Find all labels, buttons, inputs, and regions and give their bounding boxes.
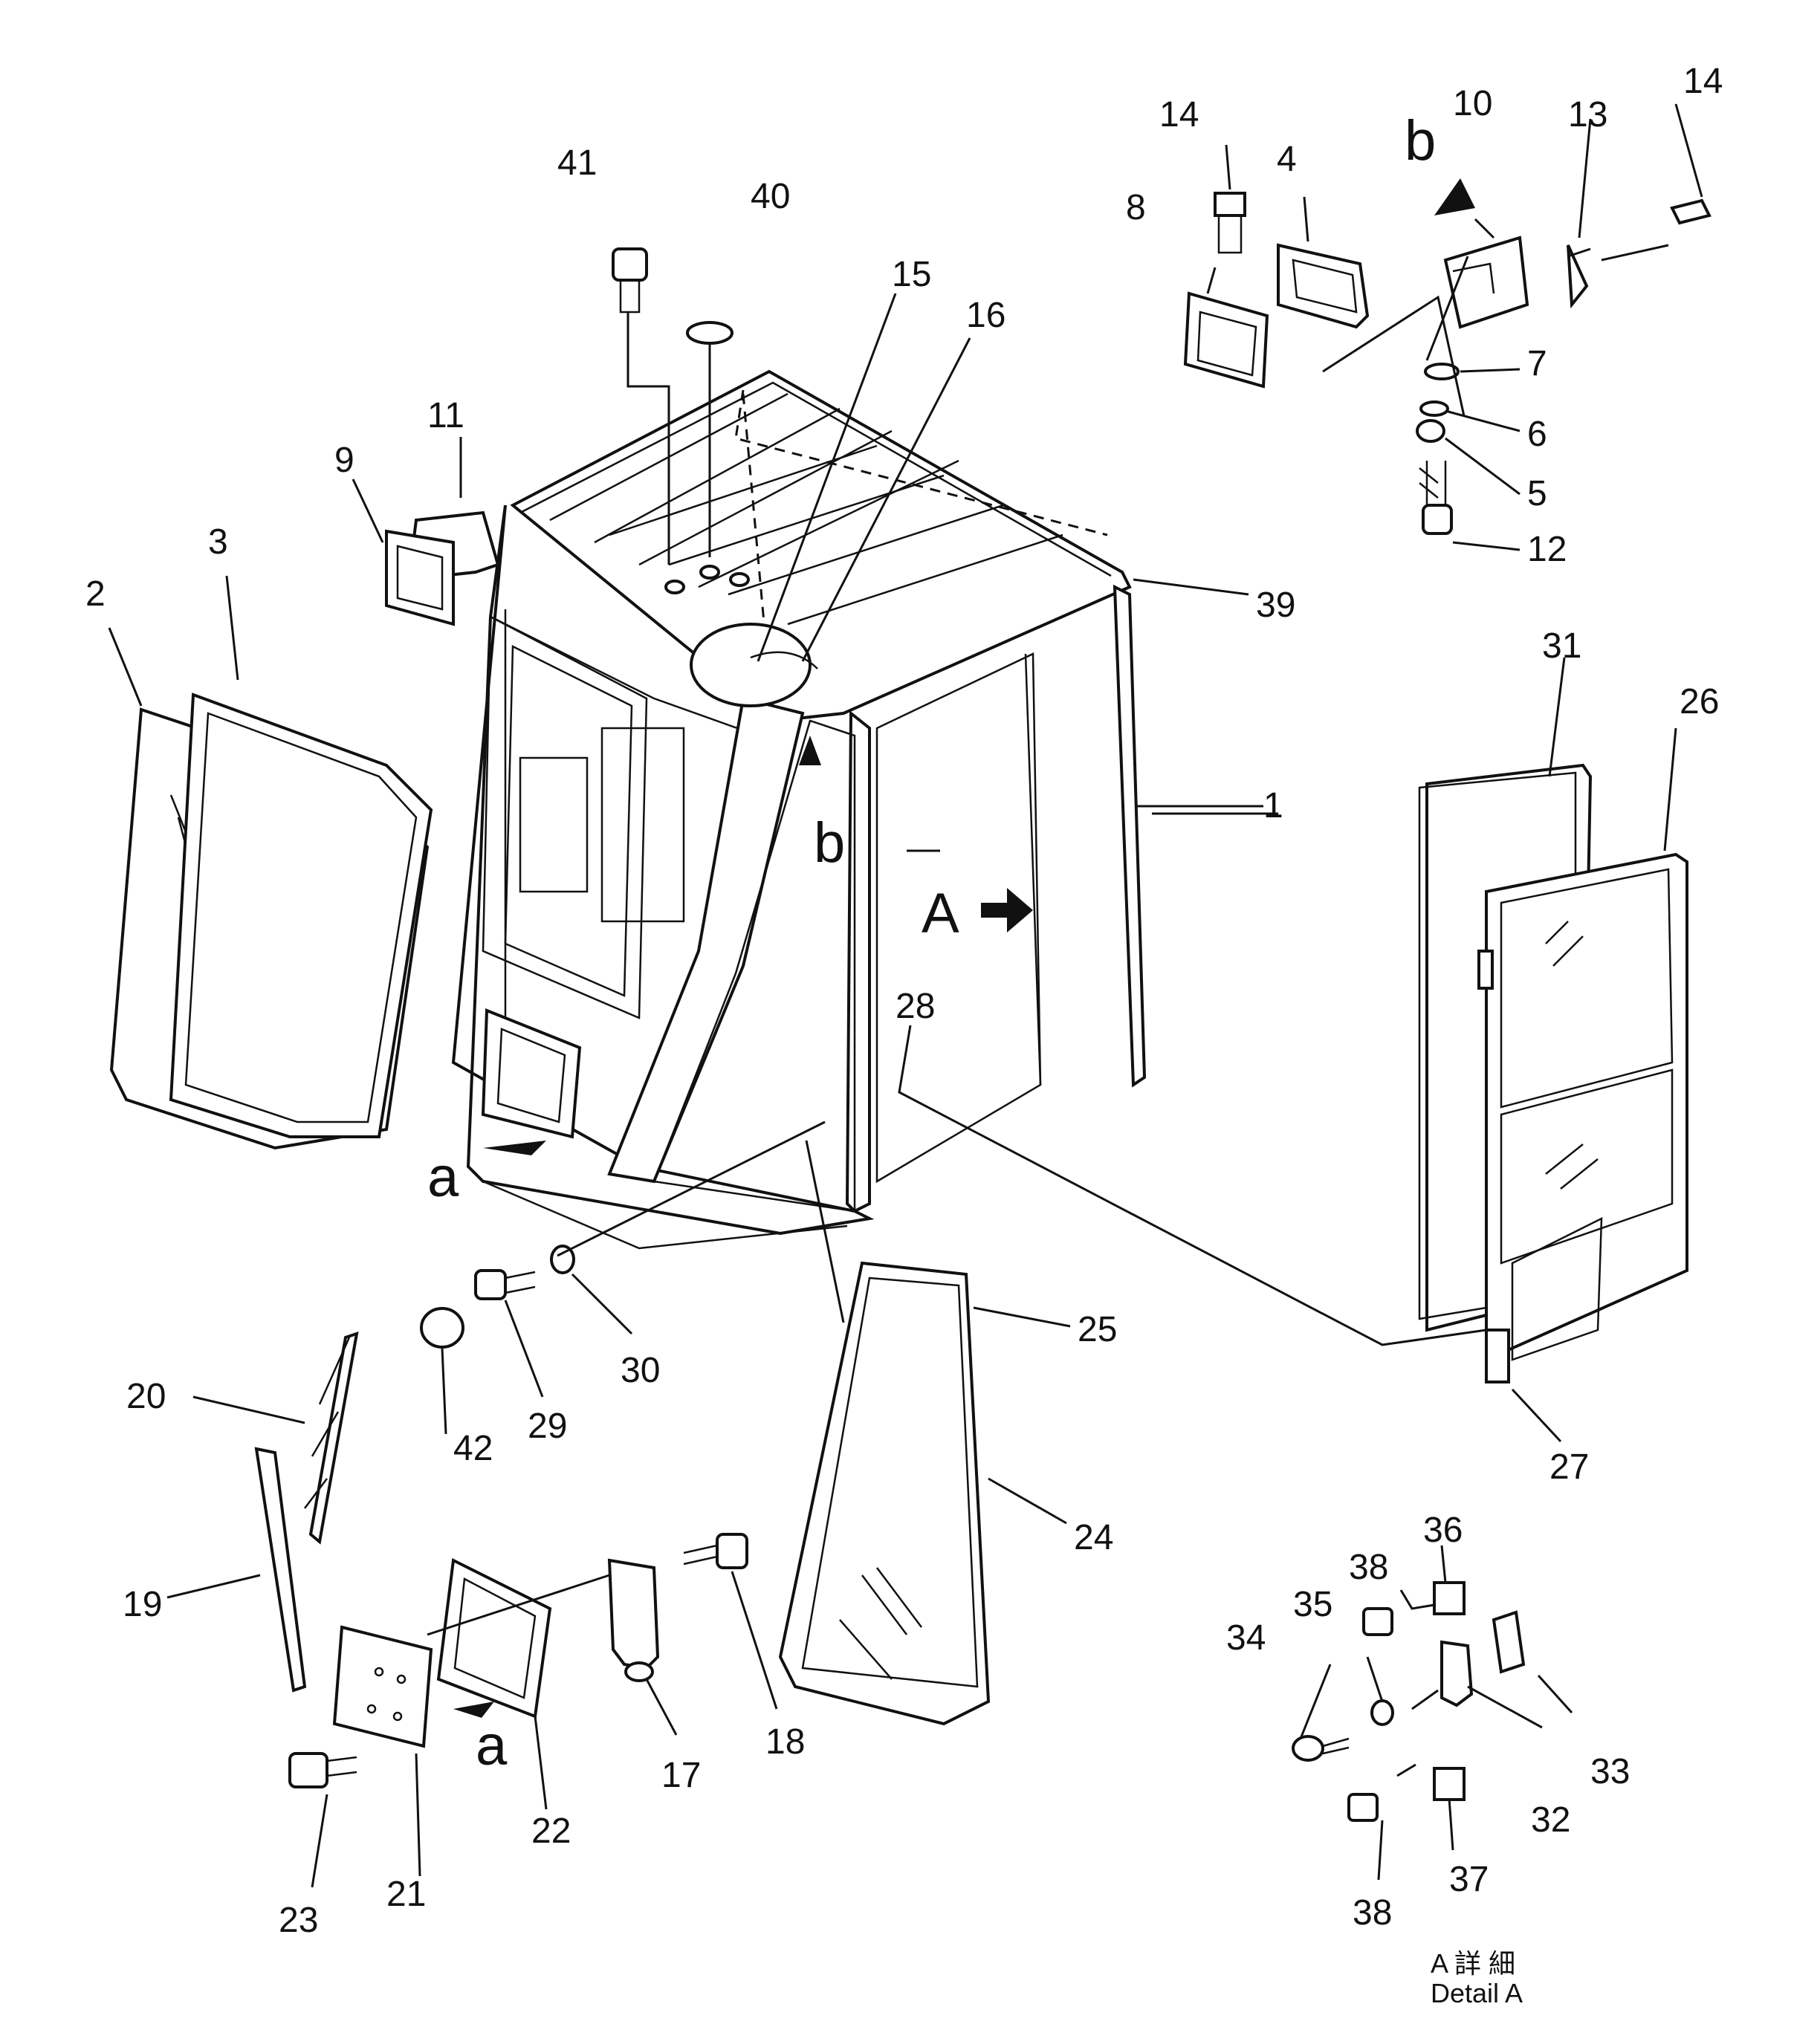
callout-29: 29 [528, 1407, 567, 1446]
callout-24: 24 [1074, 1518, 1113, 1557]
ref-a-mid: a [427, 1146, 459, 1209]
callout-38-bottom: 38 [1353, 1893, 1392, 1933]
callout-13: 13 [1568, 95, 1607, 134]
callout-2: 2 [85, 574, 106, 614]
callout-23: 23 [279, 1901, 318, 1940]
detail-caption-jp: A 詳 細 [1431, 1948, 1515, 1979]
callout-15: 15 [892, 255, 931, 294]
callout-27: 27 [1549, 1447, 1589, 1487]
callout-21: 21 [386, 1875, 426, 1914]
reference-letters: b b a a A [427, 109, 1436, 1777]
callout-41: 41 [557, 143, 597, 183]
callout-20: 20 [126, 1377, 166, 1416]
callout-14-right: 14 [1683, 62, 1723, 101]
callout-38-top: 38 [1349, 1548, 1388, 1587]
left-window-seal [169, 692, 433, 1138]
callout-labels: 1 2 3 4 5 6 7 8 9 10 11 12 13 14 14 15 1… [85, 62, 1723, 1940]
ref-A: A [922, 882, 959, 945]
callout-1: 1 [1263, 786, 1283, 825]
reference-arrows [453, 178, 1475, 1718]
leader-lines [108, 103, 1703, 1888]
arrow-b-mid [799, 736, 821, 765]
callout-4: 4 [1277, 140, 1297, 179]
arrow-a-low [453, 1702, 494, 1718]
callout-39: 39 [1256, 585, 1295, 625]
callout-10: 10 [1453, 84, 1492, 123]
callout-26: 26 [1680, 682, 1719, 721]
ref-b-top: b [1405, 109, 1436, 172]
callout-40: 40 [751, 177, 790, 216]
callout-3: 3 [208, 522, 228, 562]
callout-32: 32 [1531, 1800, 1570, 1840]
ref-b-mid: b [814, 811, 845, 875]
roof-fasteners [612, 247, 750, 594]
detail-a-caption: A 詳 細 Detail A [1431, 1948, 1523, 2008]
front-lower-glass [778, 1261, 991, 1726]
callout-30: 30 [621, 1351, 660, 1390]
front-lamp [385, 510, 500, 626]
callout-8: 8 [1126, 188, 1146, 227]
callout-19: 19 [123, 1585, 162, 1624]
callout-31: 31 [1542, 626, 1581, 666]
arrow-A [981, 888, 1033, 932]
callout-5: 5 [1527, 474, 1547, 513]
callout-18: 18 [765, 1722, 805, 1762]
detail-a-hardware [1292, 1581, 1526, 1822]
arrow-b-top [1434, 178, 1475, 215]
callout-6: 6 [1527, 415, 1547, 454]
door-assembly [1418, 763, 1688, 1383]
cab-frame [451, 369, 1147, 1250]
callout-14-left: 14 [1159, 95, 1199, 134]
callout-33: 33 [1590, 1752, 1630, 1791]
callout-25: 25 [1078, 1310, 1117, 1349]
callout-34: 34 [1226, 1618, 1266, 1658]
callout-7: 7 [1527, 344, 1547, 383]
arrow-a-mid [483, 1141, 546, 1155]
callout-36: 36 [1423, 1511, 1463, 1550]
callout-42: 42 [453, 1429, 493, 1468]
callout-16: 16 [966, 296, 1005, 335]
callout-22: 22 [531, 1811, 571, 1851]
detail-caption-en: Detail A [1431, 1978, 1523, 2008]
side-fasteners [420, 1245, 575, 1349]
callout-12: 12 [1527, 530, 1567, 569]
callout-28: 28 [896, 987, 935, 1026]
callout-37: 37 [1449, 1860, 1489, 1899]
callout-35: 35 [1293, 1585, 1332, 1624]
work-lamp-group [1183, 192, 1711, 535]
callout-9: 9 [334, 441, 354, 480]
callout-17: 17 [661, 1756, 701, 1795]
ref-a-low: a [476, 1714, 508, 1777]
callout-11: 11 [427, 396, 464, 435]
